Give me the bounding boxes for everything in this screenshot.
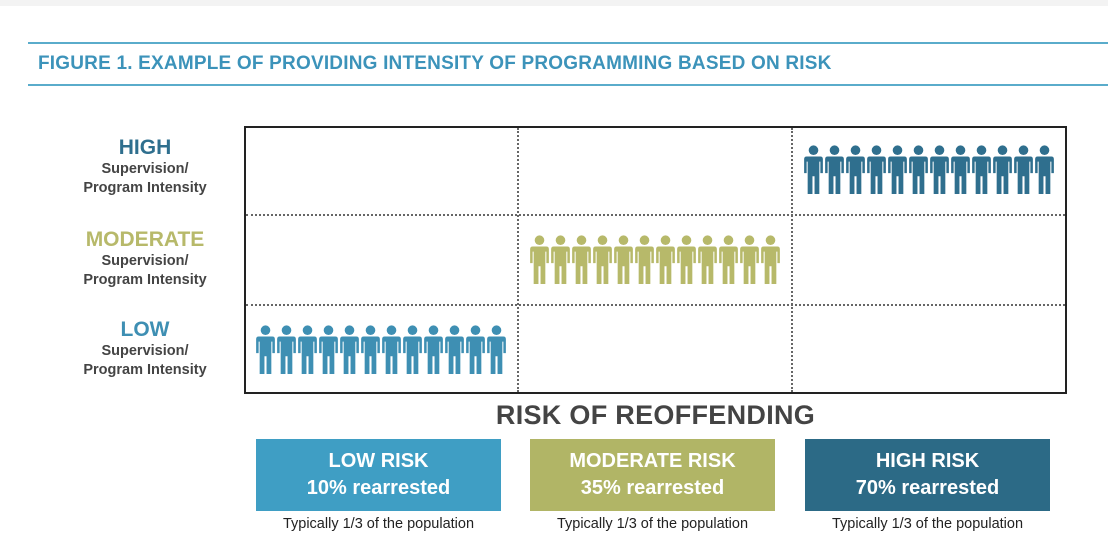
- person-icon: [951, 145, 970, 194]
- risk-box-high: HIGH RISK 70% rearrested: [805, 439, 1050, 511]
- person-icon: [487, 325, 506, 374]
- person-icon: [635, 235, 654, 284]
- person-icon: [298, 325, 317, 374]
- row-level-moderate: MODERATE: [85, 228, 205, 251]
- person-icon: [677, 235, 696, 284]
- person-icon: [382, 325, 401, 374]
- person-icon: [614, 235, 633, 284]
- person-icon: [698, 235, 717, 284]
- risk-box-moderate-label: MODERATE RISK: [569, 450, 736, 472]
- risk-intensity-grid: [244, 126, 1067, 394]
- person-icon: [572, 235, 591, 284]
- grid-divider-h1: [246, 214, 1065, 216]
- person-icon: [1035, 145, 1054, 194]
- person-icon: [1014, 145, 1033, 194]
- top-edge: [0, 0, 1108, 6]
- person-icon: [993, 145, 1012, 194]
- person-icon: [551, 235, 570, 284]
- person-icon: [846, 145, 865, 194]
- row-sub-low-1: Supervision/: [101, 343, 189, 359]
- person-icon: [530, 235, 549, 284]
- risk-box-low: LOW RISK 10% rearrested: [256, 439, 501, 511]
- person-icon: [403, 325, 422, 374]
- person-icon: [825, 145, 844, 194]
- risk-box-high-rate: 70% rearrested: [855, 477, 1000, 499]
- person-icon: [888, 145, 907, 194]
- person-icon: [593, 235, 612, 284]
- person-icon: [740, 235, 759, 284]
- person-icon: [930, 145, 949, 194]
- person-icon: [340, 325, 359, 374]
- grid-divider-h2: [246, 304, 1065, 306]
- row-sub-moderate-2: Program Intensity: [83, 272, 207, 288]
- person-icon: [972, 145, 991, 194]
- row-level-high: HIGH: [118, 136, 172, 159]
- row-label-moderate: MODERATE Supervision/ Program Intensity: [60, 228, 230, 290]
- person-icon: [445, 325, 464, 374]
- figure-title-bar: FIGURE 1. EXAMPLE OF PROVIDING INTENSITY…: [28, 42, 1108, 86]
- person-icon: [804, 145, 823, 194]
- risk-box-moderate-rate: 35% rearrested: [580, 477, 725, 499]
- row-sub-moderate-1: Supervision/: [101, 253, 189, 269]
- caption-high: Typically 1/3 of the population: [831, 516, 1024, 532]
- row-label-high: HIGH Supervision/ Program Intensity: [60, 136, 230, 198]
- person-icon: [277, 325, 296, 374]
- grid-divider-v1: [517, 128, 519, 392]
- figure-title: FIGURE 1. EXAMPLE OF PROVIDING INTENSITY…: [38, 53, 832, 74]
- people-group-high: [803, 145, 1055, 195]
- person-icon: [424, 325, 443, 374]
- risk-box-high-label: HIGH RISK: [875, 450, 980, 472]
- row-level-low: LOW: [120, 318, 170, 341]
- grid-divider-v2: [791, 128, 793, 392]
- people-group-moderate: [529, 235, 781, 285]
- person-icon: [867, 145, 886, 194]
- caption-low: Typically 1/3 of the population: [282, 516, 475, 532]
- person-icon: [466, 325, 485, 374]
- risk-box-low-rate: 10% rearrested: [306, 477, 451, 499]
- person-icon: [761, 235, 780, 284]
- caption-moderate: Typically 1/3 of the population: [556, 516, 749, 532]
- person-icon: [319, 325, 338, 374]
- person-icon: [256, 325, 275, 374]
- person-icon: [361, 325, 380, 374]
- row-sub-high-2: Program Intensity: [83, 180, 207, 196]
- risk-box-moderate: MODERATE RISK 35% rearrested: [530, 439, 775, 511]
- people-group-low: [255, 325, 507, 375]
- row-sub-high-1: Supervision/: [101, 161, 189, 177]
- person-icon: [656, 235, 675, 284]
- row-label-low: LOW Supervision/ Program Intensity: [60, 318, 230, 380]
- row-sub-low-2: Program Intensity: [83, 362, 207, 378]
- person-icon: [719, 235, 738, 284]
- axis-title: RISK OF REOFFENDING: [495, 400, 816, 430]
- person-icon: [909, 145, 928, 194]
- risk-box-low-label: LOW RISK: [328, 450, 429, 472]
